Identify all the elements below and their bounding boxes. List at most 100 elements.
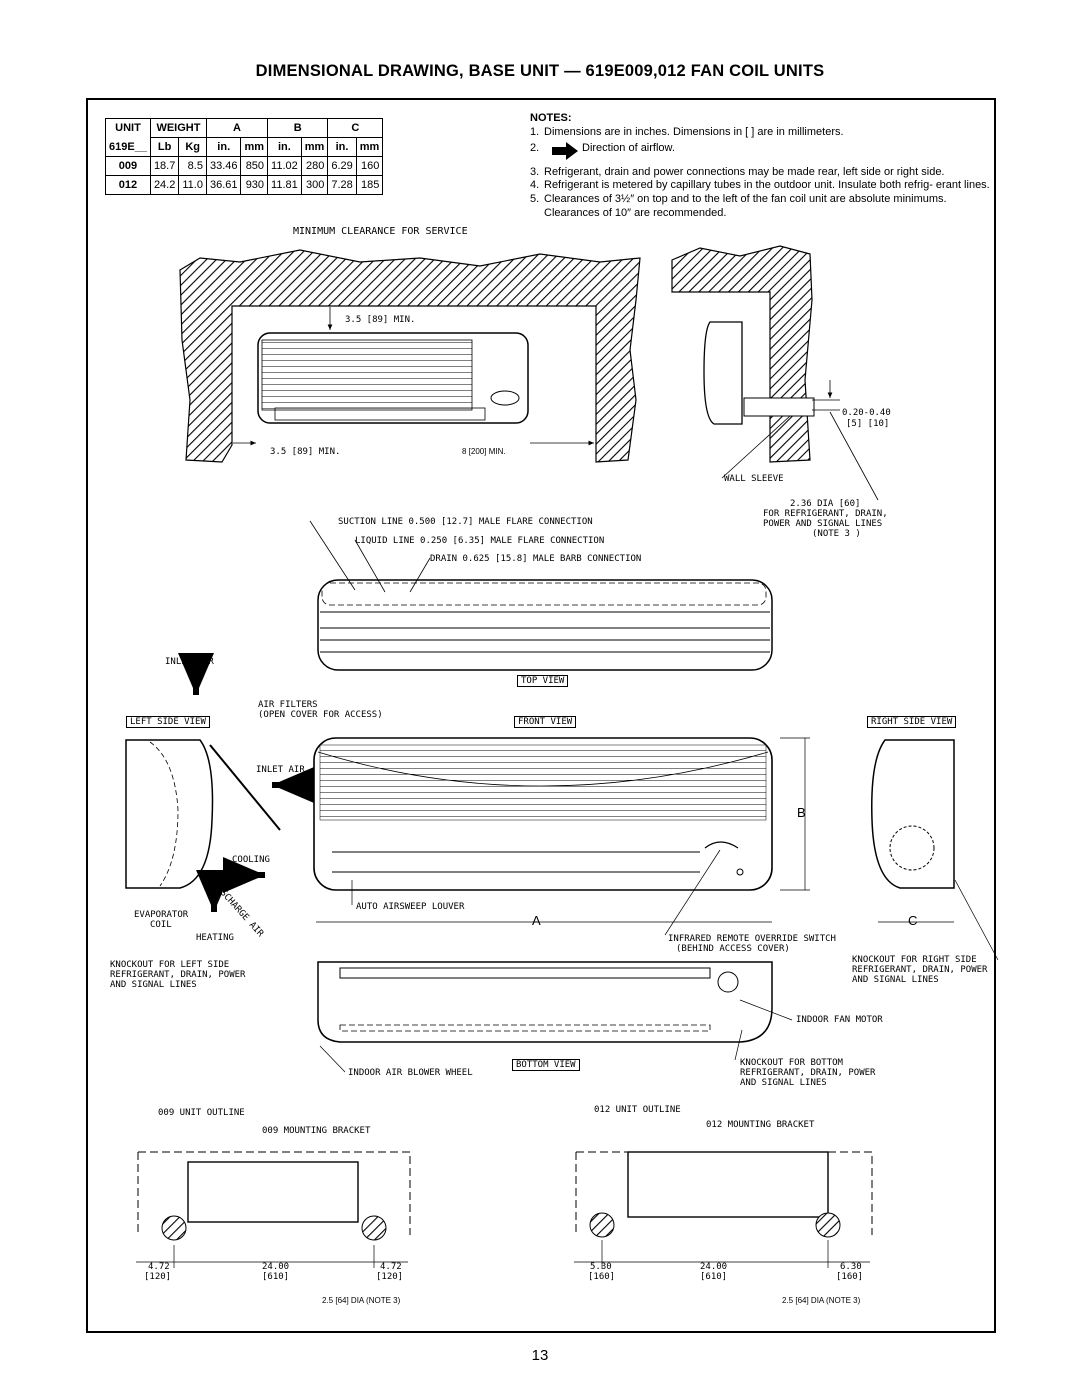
heating-label: HEATING — [196, 933, 234, 943]
cell-b-mm: 300 — [300, 175, 329, 195]
th-model: 619E__ — [105, 137, 151, 157]
ko-right-label: KNOCKOUT FOR RIGHT SIDE — [852, 955, 977, 965]
dim-b-label: B — [797, 805, 806, 820]
blower-wheel-label: INDOOR AIR BLOWER WHEEL — [348, 1068, 473, 1078]
cell-c-in: 7.28 — [327, 175, 357, 195]
dim-012-right: 6.30 — [840, 1262, 862, 1272]
page-number: 13 — [531, 1347, 549, 1364]
dim-009-left-mm: [120] — [144, 1272, 172, 1282]
ko-bottom-label: KNOCKOUT FOR BOTTOM — [740, 1058, 843, 1068]
front-view-label: FRONT VIEW — [514, 716, 577, 728]
top-view-drawing — [309, 520, 773, 671]
inlet-air-label: INLET AIR — [165, 657, 214, 667]
notes: NOTES: 1.Dimensions are in inches. Dimen… — [530, 112, 990, 221]
open-cover-label: (OPEN COVER FOR ACCESS) — [258, 710, 383, 720]
louver-label: AUTO AIRSWEEP LOUVER — [356, 902, 465, 912]
dim-012-right-mm: [160] — [836, 1272, 864, 1282]
coil-label: COIL — [150, 920, 172, 930]
th-kg: Kg — [178, 137, 207, 157]
fan-motor-label: INDOOR FAN MOTOR — [796, 1015, 883, 1025]
mounting-bracket-012-drawing — [574, 1151, 873, 1268]
dia-label-4: (NOTE 3 ) — [812, 529, 861, 539]
dia-label-3: POWER AND SIGNAL LINES — [763, 519, 883, 529]
min-clearance-label: MINIMUM CLEARANCE FOR SERVICE — [293, 226, 468, 237]
clearance-unit — [233, 307, 594, 446]
left-clearance-label: 3.5 [89] MIN. — [270, 447, 341, 457]
wall-offset-mm-label: [5] [10] — [846, 419, 890, 429]
drain-label: DRAIN 0.625 [15.8] MALE BARB CONNECTION — [430, 554, 642, 564]
right-side-view-label: RIGHT SIDE VIEW — [867, 716, 957, 728]
note-1: 1.Dimensions are in inches. Dimensions i… — [530, 125, 844, 138]
outline-009-label: 009 UNIT OUTLINE — [158, 1108, 245, 1118]
dim-009-right-mm: [120] — [376, 1272, 404, 1282]
note-1-text: Dimensions are in inches. Dimensions in … — [544, 125, 844, 138]
air-filters-label: AIR FILTERS — [258, 700, 318, 710]
cell-a-in: 36.61 — [205, 175, 242, 195]
note-2-text: Direction of airflow. — [582, 141, 675, 154]
airflow-arrow-icon — [552, 141, 578, 160]
table-row: 009 18.7 8.5 33.46 850 11.02 280 6.29 16… — [105, 156, 384, 176]
cell-lb: 24.2 — [149, 175, 180, 195]
cell-c-mm: 160 — [355, 156, 384, 176]
page-title: DIMENSIONAL DRAWING, BASE UNIT — 619E009… — [255, 62, 825, 80]
ko-left-label-2: REFRIGERANT, DRAIN, POWER — [110, 970, 246, 980]
dim-012-center-mm: [610] — [700, 1272, 728, 1282]
wall-sleeve-detail — [671, 245, 879, 501]
note-3: 3.Refrigerant, drain and power connectio… — [530, 165, 945, 178]
cell-a-mm: 930 — [240, 175, 269, 195]
cell-unit: 012 — [105, 175, 151, 195]
ko-right-label-3: AND SIGNAL LINES — [852, 975, 939, 985]
inlet-air-label-2: INLET AIR — [256, 765, 305, 775]
ko-left-label-3: AND SIGNAL LINES — [110, 980, 197, 990]
cell-lb: 18.7 — [149, 156, 180, 176]
table-row: 012 24.2 11.0 36.61 930 11.81 300 7.28 1… — [105, 175, 384, 195]
drawing-frame — [86, 98, 996, 1333]
infrared-switch-label: INFRARED REMOTE OVERRIDE SWITCH — [668, 934, 836, 944]
dim-012-center: 24.00 — [700, 1262, 728, 1272]
cell-c-mm: 185 — [355, 175, 384, 195]
cell-a-in: 33.46 — [205, 156, 242, 176]
note-4-text: Refrigerant is metered by capillary tube… — [544, 179, 990, 192]
th-unit: UNIT — [105, 118, 151, 138]
evaporator-label: EVAPORATOR — [134, 910, 189, 920]
bottom-view-drawing — [317, 961, 793, 1073]
dim-a-label: A — [532, 913, 541, 928]
ko-bottom-label-3: AND SIGNAL LINES — [740, 1078, 827, 1088]
front-view-drawing — [313, 737, 810, 936]
th-weight: WEIGHT — [149, 118, 207, 138]
hole-009-label: 2.5 [64] DIA (NOTE 3) — [322, 1296, 401, 1305]
cell-b-in: 11.02 — [267, 156, 302, 176]
bottom-view-label: BOTTOM VIEW — [512, 1059, 580, 1071]
bracket-012-label: 012 MOUNTING BRACKET — [706, 1120, 815, 1130]
ko-right-label-2: REFRIGERANT, DRAIN, POWER — [852, 965, 988, 975]
cell-kg: 11.0 — [178, 175, 207, 195]
cell-b-in: 11.81 — [267, 175, 302, 195]
note-5: 5.Clearances of 3½″ on top and to the le… — [530, 193, 990, 221]
hole-012-label: 2.5 [64] DIA (NOTE 3) — [782, 1296, 861, 1305]
dim-012-left: 5.30 — [590, 1262, 612, 1272]
dim-012-left-mm: [160] — [588, 1272, 616, 1282]
ko-bottom-label-2: REFRIGERANT, DRAIN, POWER — [740, 1068, 876, 1078]
dim-009-center: 24.00 — [262, 1262, 290, 1272]
top-clearance-label: 3.5 [89] MIN. — [345, 315, 416, 325]
wall-offset-label: 0.20-0.40 — [842, 408, 891, 418]
dimension-table: UNIT WEIGHT A B C 619E__ Lb Kg in. mm in… — [105, 118, 384, 195]
cell-b-mm: 280 — [300, 156, 329, 176]
dim-009-center-mm: [610] — [262, 1272, 290, 1282]
left-side-view-drawing — [125, 653, 314, 912]
note-3-text: Refrigerant, drain and power connections… — [544, 165, 945, 178]
note-4: 4.Refrigerant is metered by capillary tu… — [530, 179, 990, 192]
wall-sleeve-label: WALL SLEEVE — [724, 474, 784, 484]
left-side-view-label: LEFT SIDE VIEW — [126, 716, 210, 728]
suction-line-label: SUCTION LINE 0.500 [12.7] MALE FLARE CON… — [338, 517, 593, 527]
cell-c-in: 6.29 — [327, 156, 357, 176]
th-c-in: in. — [327, 137, 357, 157]
bracket-009-label: 009 MOUNTING BRACKET — [262, 1126, 371, 1136]
mounting-bracket-009-drawing — [136, 1151, 411, 1268]
right-clearance-label: 8 [200] MIN. — [462, 447, 506, 456]
dim-009-right: 4.72 — [380, 1262, 402, 1272]
dim-009-left: 4.72 — [148, 1262, 170, 1272]
top-view-label: TOP VIEW — [517, 675, 569, 687]
ko-left-label: KNOCKOUT FOR LEFT SIDE — [110, 960, 230, 970]
